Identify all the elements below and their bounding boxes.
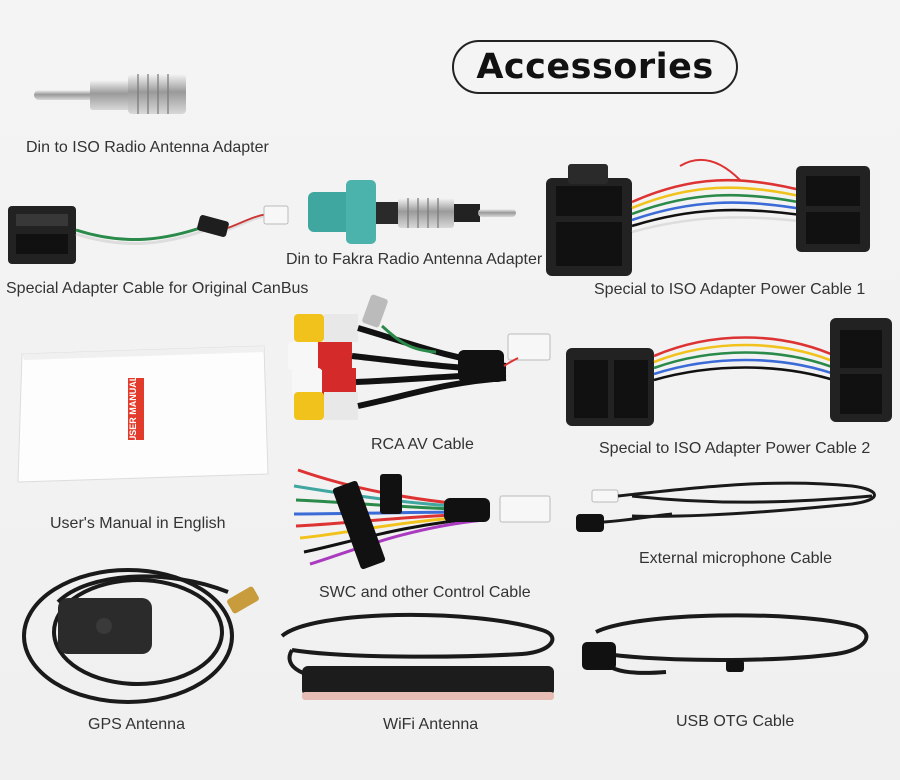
microphone-cable-icon xyxy=(576,481,876,532)
item-label-manual: User's Manual in English xyxy=(50,515,226,532)
item-label-iso-1: Special to ISO Adapter Power Cable 1 xyxy=(594,281,866,298)
title-text: Accessories xyxy=(476,47,714,87)
gps-antenna-icon xyxy=(22,568,259,704)
item-label-din-iso: Din to ISO Radio Antenna Adapter xyxy=(26,139,269,156)
item-label-rca: RCA AV Cable xyxy=(371,436,474,453)
manual-tag-text: USER MANUAL xyxy=(128,375,138,442)
canbus-adapter-cable-icon xyxy=(8,205,289,264)
swc-control-cable-icon xyxy=(293,468,551,570)
accessories-title: Accessories xyxy=(452,40,738,94)
rca-av-cable-icon xyxy=(288,294,551,420)
item-label-fakra: Din to Fakra Radio Antenna Adapter xyxy=(286,251,543,268)
iso-power-cable-1-icon xyxy=(546,158,870,276)
user-manual-icon: USER MANUAL xyxy=(17,345,269,483)
fakra-antenna-adapter-icon xyxy=(308,180,516,244)
item-label-canbus: Special Adapter Cable for Original CanBu… xyxy=(6,280,309,297)
item-label-wifi: WiFi Antenna xyxy=(383,716,479,733)
iso-power-cable-2-icon xyxy=(566,318,892,426)
item-label-mic: External microphone Cable xyxy=(639,550,832,567)
item-label-gps: GPS Antenna xyxy=(88,716,185,733)
din-iso-antenna-adapter-icon xyxy=(34,74,186,114)
wifi-antenna-icon xyxy=(280,612,555,700)
item-label-swc: SWC and other Control Cable xyxy=(319,584,531,601)
item-label-usb: USB OTG Cable xyxy=(676,713,795,730)
usb-otg-cable-icon xyxy=(582,613,869,675)
item-label-iso-2: Special to ISO Adapter Power Cable 2 xyxy=(599,440,871,457)
